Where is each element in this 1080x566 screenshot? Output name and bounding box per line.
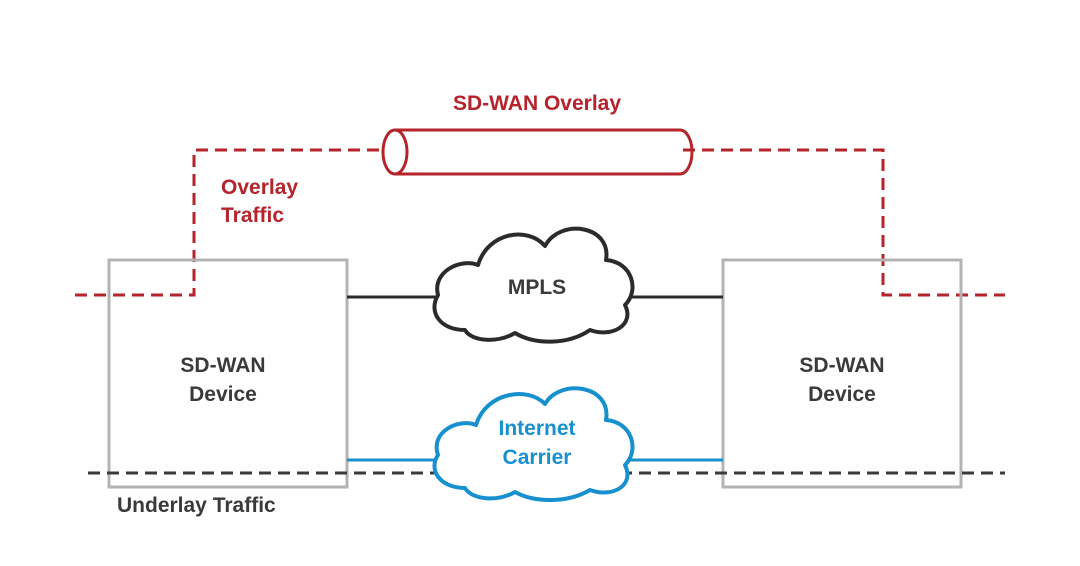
- device-right-line2: Device: [808, 383, 876, 406]
- underlay-label: Underlay Traffic: [117, 494, 276, 517]
- sd-wan-device-left: [107, 258, 349, 489]
- device-left-line1: SD-WAN: [180, 354, 265, 377]
- overlay-traffic-label-line2: Traffic: [221, 204, 284, 227]
- internet-label-line2: Carrier: [503, 446, 572, 469]
- overlay-title: SD-WAN Overlay: [453, 92, 621, 115]
- overlay-path-right: [683, 148, 1005, 297]
- device-right-line1: SD-WAN: [799, 354, 884, 377]
- device-left-line2: Device: [189, 383, 257, 406]
- overlay-traffic-label-line1: Overlay: [221, 176, 298, 199]
- mpls-label: MPLS: [508, 276, 566, 299]
- mpls-cloud-icon: [432, 226, 635, 344]
- overlay-tunnel-icon: [381, 128, 694, 176]
- sd-wan-device-right: [721, 258, 963, 489]
- internet-cloud-icon: [432, 386, 635, 502]
- overlay-path-left: [75, 148, 390, 297]
- internet-label-line1: Internet: [498, 417, 575, 440]
